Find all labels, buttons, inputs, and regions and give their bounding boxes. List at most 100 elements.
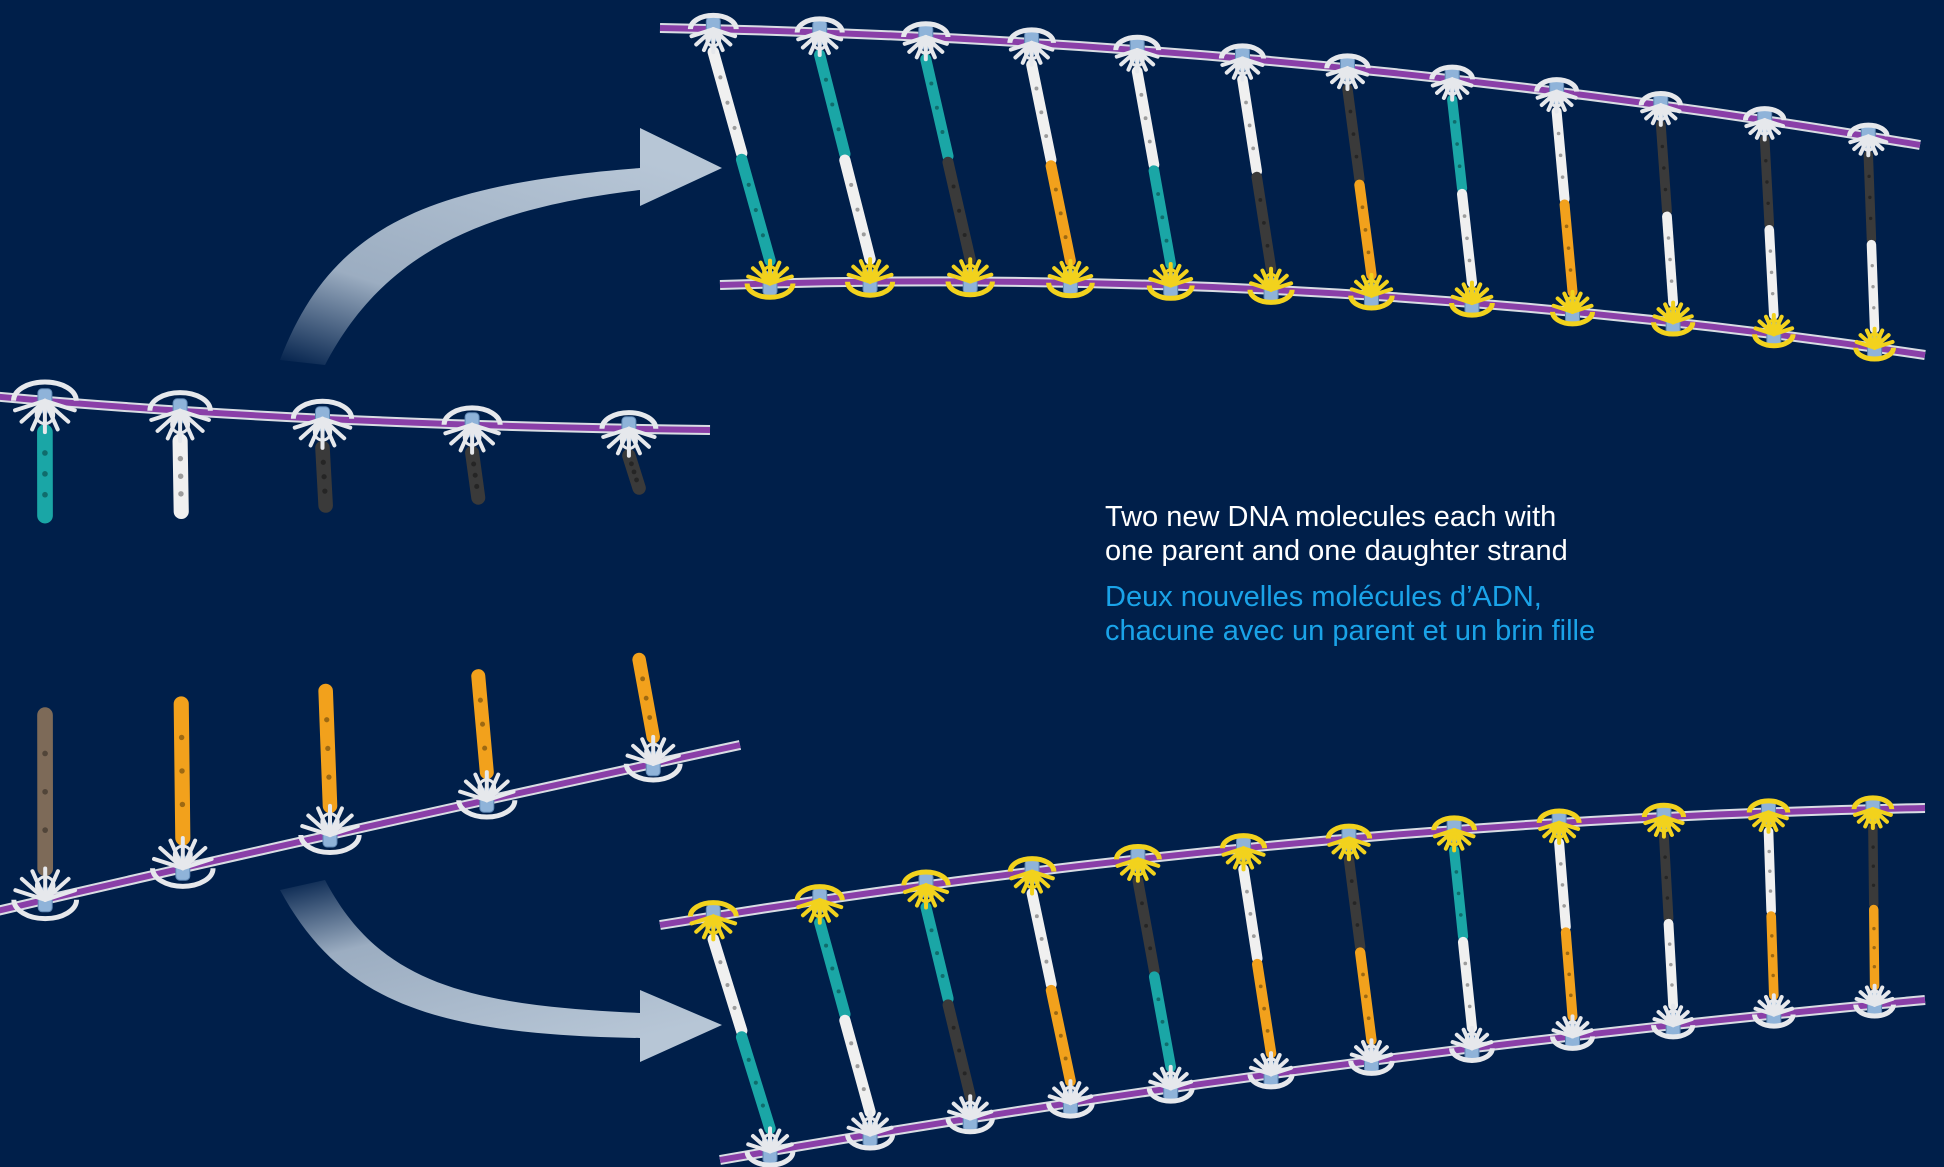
bottom-base (1355, 947, 1377, 1046)
connector-spoke (768, 274, 794, 286)
connector-hub (34, 404, 56, 426)
rod-hole (1560, 883, 1565, 887)
connector-spoke (43, 876, 71, 902)
connector-hub (811, 34, 828, 51)
rod-hole (1568, 268, 1573, 272)
bottom-base (942, 156, 976, 265)
base-pair (1851, 795, 1896, 1019)
rod-hole (320, 459, 326, 465)
rod-hole (1666, 236, 1671, 240)
connector-arc (1146, 1087, 1195, 1104)
bottom-base (1354, 179, 1377, 281)
connector-arc (1846, 122, 1890, 137)
top-base (920, 53, 954, 162)
rod-hole (957, 208, 962, 213)
rod-hole (1663, 187, 1668, 192)
bottom-base (1766, 911, 1779, 1001)
base-pair (687, 900, 796, 1167)
rod-body (1251, 171, 1277, 274)
connector-hub (705, 31, 722, 48)
rod-hole (326, 774, 332, 780)
top-base (1342, 83, 1365, 185)
bottom-connector (1853, 326, 1896, 362)
bottom-base (1148, 165, 1177, 270)
connector-hub (1062, 265, 1079, 281)
connector-arc (1449, 1047, 1495, 1063)
connector-arc (1113, 34, 1162, 51)
connector-spoke (178, 408, 211, 423)
connector-hub (170, 414, 191, 435)
connector-arc (1429, 64, 1476, 80)
rod-hole (482, 745, 488, 751)
connector-spoke (689, 27, 716, 39)
rod-hole (1871, 864, 1876, 868)
rod-hole (1872, 965, 1877, 969)
rod-body (1866, 239, 1880, 334)
rod-hole (1868, 216, 1873, 221)
connector-spoke (1469, 1040, 1494, 1051)
connector-hub (1130, 861, 1146, 877)
rod-hole (1770, 953, 1775, 958)
top-base (172, 433, 189, 520)
connector-hub (918, 887, 934, 903)
bottom-base (1869, 904, 1880, 991)
connector-hub (1653, 107, 1668, 122)
bottom-connector (1550, 1014, 1595, 1051)
connector-hub (862, 1116, 878, 1133)
rod-body (318, 683, 338, 814)
rod-hole (42, 450, 48, 456)
rod-hole (1467, 1004, 1472, 1009)
base-pair (687, 12, 796, 300)
top-connector (1007, 27, 1056, 67)
rod-body (1863, 150, 1877, 245)
rod-hole (861, 232, 866, 237)
rod-body (622, 448, 646, 495)
connector-spoke (1872, 996, 1895, 1007)
top-base (315, 440, 333, 513)
connector-hub (862, 263, 878, 280)
rod-hole (1458, 913, 1463, 917)
connector-spoke (1852, 807, 1875, 817)
backbone-rod (719, 997, 1926, 1163)
bottom-connector (744, 258, 796, 300)
new-dna-molecule-bottom (659, 795, 1926, 1167)
rod-hole (746, 182, 751, 187)
top-base (1449, 845, 1469, 942)
rod-hole (836, 127, 841, 132)
rod-hole (824, 943, 829, 948)
connector-spoke (1432, 828, 1457, 839)
bottom-base (735, 153, 776, 267)
connector-spoke (768, 1142, 794, 1154)
connector-arc (456, 799, 518, 820)
top-connector (1325, 823, 1373, 862)
rod-hole (1767, 849, 1771, 854)
rod-hole (1349, 879, 1354, 884)
base-pair (1534, 77, 1595, 327)
caption-french-line-2: chacune avec un parent et un brin fille (1105, 615, 1596, 647)
rod-body (1457, 936, 1478, 1034)
connector-spoke (968, 1109, 994, 1121)
rod-hole (1164, 238, 1169, 243)
connector-hub (1867, 989, 1882, 1003)
top-base (814, 917, 851, 1020)
connector-hub (1656, 818, 1671, 833)
connector-spoke (1535, 89, 1559, 100)
connector-arc (1742, 106, 1787, 121)
connector-spoke (1269, 1065, 1294, 1077)
caption-french: Deux nouvelles molécules d’ADN, chacune … (1105, 580, 1865, 648)
connector-spoke (155, 408, 183, 433)
rod-hole (732, 125, 737, 130)
rod-hole (1258, 984, 1263, 989)
connector-arc (794, 884, 845, 901)
arrow-to-bottom-molecule (280, 880, 722, 1062)
connector-arc (1853, 347, 1896, 362)
connector-spoke (1570, 303, 1594, 314)
rod-body (1868, 823, 1879, 910)
rod-hole (179, 801, 186, 808)
top-strand-backbone (659, 16, 1921, 150)
connector-spoke (43, 888, 78, 902)
connector-arc (1007, 27, 1056, 44)
rod-hole (1247, 123, 1252, 128)
